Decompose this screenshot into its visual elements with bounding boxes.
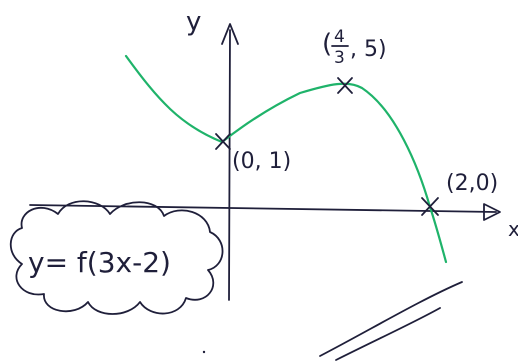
y-axis-label: y [186,7,201,37]
point-marker-maximum [337,77,353,94]
point-marker-y-intercept [215,133,231,150]
equation-cloud [9,200,224,315]
label-maximum-rest: , 5) [350,37,387,62]
label-x-intercept: (2,0) [446,171,498,196]
label-maximum-denominator: 3 [334,48,345,68]
point-markers [215,77,439,216]
label-maximum: ( 4 3 , 5) [322,27,387,68]
x-axis [29,204,497,213]
stray-dot [202,350,206,354]
label-maximum-numerator: 4 [334,27,345,47]
stray-pen-stroke [319,281,463,361]
y-axis [228,29,231,301]
point-marker-x-intercept [421,197,439,216]
equation-text: y= f(3x-2) [28,246,171,279]
svg-text:(: ( [322,29,332,59]
x-axis-label: x [508,217,518,241]
y-axis-arrowhead [221,23,239,45]
axes: y x [29,7,518,301]
label-y-intercept: (0, 1) [232,149,291,174]
x-axis-arrowhead [483,203,501,221]
